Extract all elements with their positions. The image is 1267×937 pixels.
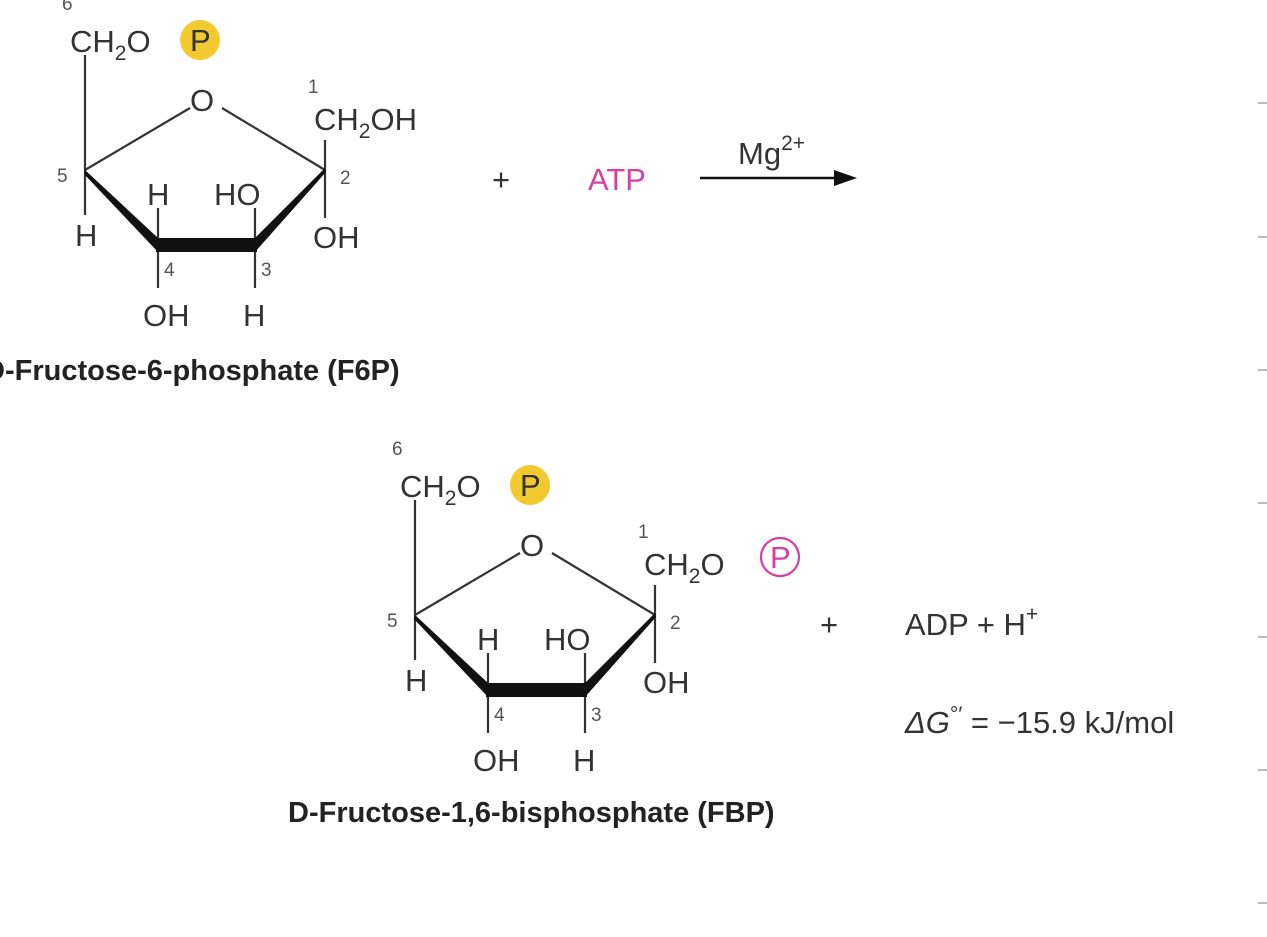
phosphate-icon	[759, 536, 801, 578]
carbon-number: 6	[392, 439, 403, 460]
phosphate-icon	[180, 20, 220, 60]
product-name: D-Fructose-1,6-bisphosphate (FBP)	[288, 797, 775, 829]
hydroxyl-label: HO	[214, 177, 261, 212]
carbon-number: 2	[670, 613, 681, 634]
wedge-bond	[84, 170, 158, 252]
wedge-bond	[414, 615, 488, 697]
plus-sign: +	[820, 607, 838, 642]
c6-group-label: CH2O	[70, 24, 151, 65]
carbon-number: 4	[164, 260, 175, 281]
hydrogen-label: H	[243, 298, 265, 333]
hydrogen-label: H	[573, 743, 595, 778]
atp-label: ATP	[588, 162, 646, 197]
wedge-bond	[156, 238, 257, 252]
carbon-number: 1	[638, 522, 649, 543]
c1-group-label: CH2O	[644, 547, 725, 588]
hydroxyl-label: HO	[544, 622, 591, 657]
hydroxyl-label: OH	[313, 220, 360, 255]
carbon-number: 5	[387, 611, 398, 632]
phosphate-icon	[510, 465, 550, 505]
ring-oxygen: O	[520, 528, 544, 563]
phosphate-label: P	[190, 23, 211, 58]
wedge-bond	[486, 683, 587, 697]
carbon-number: 1	[308, 77, 319, 98]
hydrogen-label: H	[405, 663, 427, 698]
hydrogen-label: H	[477, 622, 499, 657]
c6-group-label: CH2O	[400, 469, 481, 510]
hydroxyl-label: OH	[143, 298, 190, 333]
bond-lines	[413, 500, 657, 733]
carbon-number: 4	[494, 705, 505, 726]
hydrogen-label: H	[147, 177, 169, 212]
wedge-bond	[255, 168, 326, 252]
reaction-arrow	[700, 170, 857, 186]
carbon-number: 5	[57, 166, 68, 187]
carbon-number: 2	[340, 168, 351, 189]
right-edge-ticks	[1258, 102, 1267, 904]
reactant-name: D-Fructose-6-phosphate (F6P)	[0, 355, 400, 387]
free-energy-label: ΔG°′ = −15.9 kJ/mol	[904, 703, 1174, 740]
phosphate-label: P	[520, 468, 541, 503]
phosphate-label: P	[770, 540, 791, 575]
carbon-number: 6	[62, 0, 73, 15]
hydroxyl-label: OH	[473, 743, 520, 778]
ring-oxygen: O	[190, 83, 214, 118]
hydroxyl-label: OH	[643, 665, 690, 700]
carbon-number: 3	[261, 260, 272, 281]
catalyst-label: Mg2+	[738, 132, 805, 171]
carbon-number: 3	[591, 705, 602, 726]
wedge-bond	[585, 613, 656, 697]
plus-sign: +	[492, 162, 510, 197]
hydrogen-label: H	[75, 218, 97, 253]
bond-lines	[83, 55, 327, 288]
c1-group-label: CH2OH	[314, 102, 417, 143]
byproducts-label: ADP + H+	[905, 603, 1038, 642]
